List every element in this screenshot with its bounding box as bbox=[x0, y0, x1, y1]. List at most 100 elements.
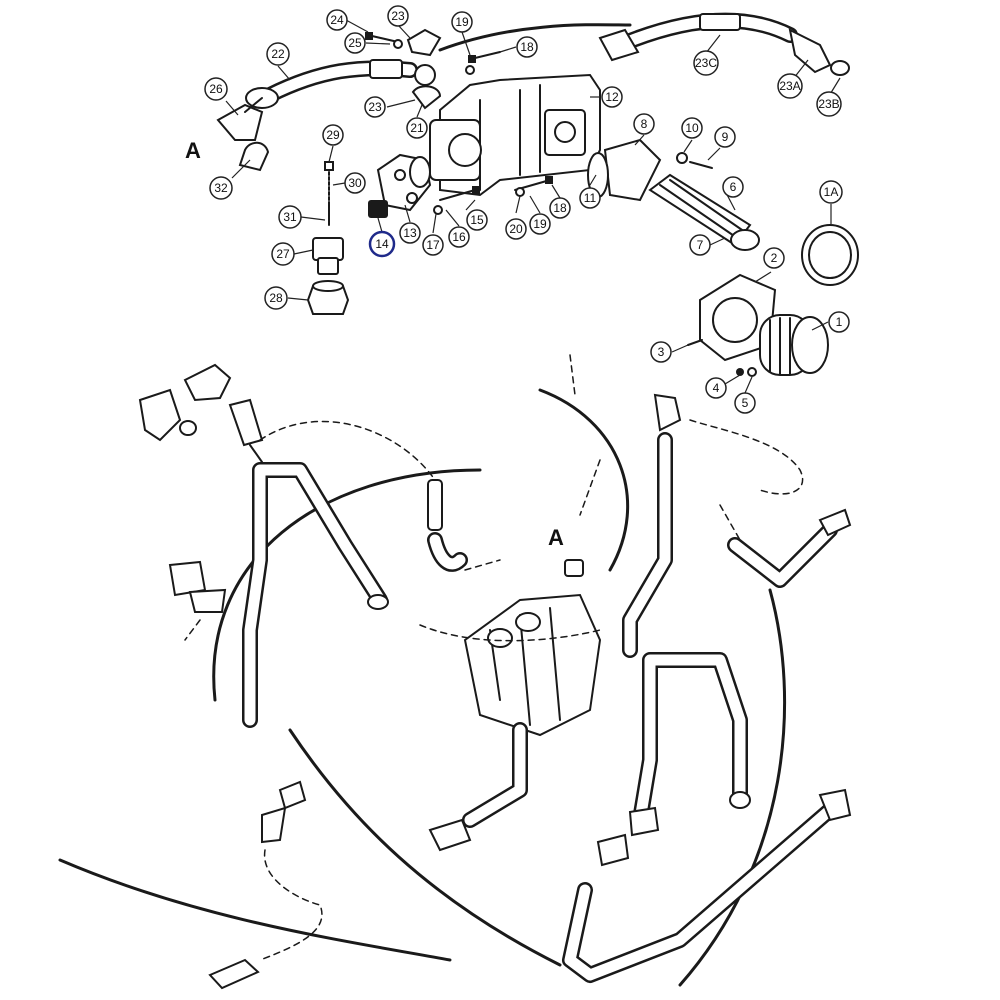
suction-hose-23c bbox=[598, 12, 850, 76]
svg-text:14: 14 bbox=[375, 237, 389, 251]
callout-1: 1 bbox=[828, 311, 850, 333]
callout-2: 2 bbox=[763, 247, 785, 269]
svg-text:27: 27 bbox=[276, 247, 290, 261]
callout-23a: 23A bbox=[777, 73, 803, 99]
lower-left-fittings bbox=[138, 363, 264, 463]
svg-text:15: 15 bbox=[470, 213, 484, 227]
callout-10: 10 bbox=[681, 117, 703, 139]
callout-13: 13 bbox=[399, 222, 421, 244]
svg-text:19: 19 bbox=[455, 15, 469, 29]
callout-27: 27 bbox=[271, 242, 295, 266]
callout-3: 3 bbox=[650, 341, 672, 363]
tube-right-upper bbox=[727, 508, 852, 588]
callout-18: 18 bbox=[516, 36, 538, 58]
callout-21: 21 bbox=[406, 117, 428, 139]
svg-text:22: 22 bbox=[271, 47, 285, 61]
svg-text:26: 26 bbox=[209, 82, 223, 96]
callout-29: 29 bbox=[322, 124, 344, 146]
relief-valve-parts bbox=[238, 141, 350, 315]
pump-hardware bbox=[365, 28, 501, 110]
callout-1a: 1A bbox=[819, 180, 843, 204]
view-marker-a: A bbox=[548, 525, 564, 550]
pressure-hose-22 bbox=[262, 59, 436, 103]
callout-16: 16 bbox=[448, 226, 470, 248]
bolts-3-4-5 bbox=[687, 339, 757, 377]
suction-tube-6 bbox=[648, 173, 760, 251]
svg-text:23: 23 bbox=[391, 9, 405, 23]
svg-text:19: 19 bbox=[533, 217, 547, 231]
callout-24: 24 bbox=[326, 9, 348, 31]
svg-text:4: 4 bbox=[713, 381, 720, 395]
svg-text:1: 1 bbox=[836, 315, 843, 329]
callout-7: 7 bbox=[689, 234, 711, 256]
tube-right-vertical bbox=[622, 393, 682, 658]
callout-12: 12 bbox=[601, 86, 623, 108]
svg-text:31: 31 bbox=[283, 210, 297, 224]
callout-22: 22 bbox=[266, 42, 290, 66]
svg-text:9: 9 bbox=[722, 130, 729, 144]
elbow-fitting-26 bbox=[216, 87, 279, 141]
callout-32: 32 bbox=[209, 176, 233, 200]
tube-bottom-long bbox=[562, 788, 852, 983]
svg-text:32: 32 bbox=[214, 181, 228, 195]
filter-element-1 bbox=[759, 314, 829, 376]
svg-text:13: 13 bbox=[403, 226, 417, 240]
callout-14-highlighted: 14 bbox=[368, 230, 396, 258]
svg-text:8: 8 bbox=[641, 117, 648, 131]
callout-18: 18 bbox=[549, 197, 571, 219]
callout-19: 19 bbox=[529, 213, 551, 235]
divider-curves bbox=[58, 23, 787, 987]
svg-text:10: 10 bbox=[685, 121, 699, 135]
svg-text:23B: 23B bbox=[818, 97, 839, 111]
callout-17: 17 bbox=[422, 234, 444, 256]
flange-adapter-13 bbox=[376, 153, 432, 212]
svg-text:12: 12 bbox=[605, 90, 619, 104]
svg-text:17: 17 bbox=[426, 238, 440, 252]
svg-text:23C: 23C bbox=[695, 56, 717, 70]
svg-text:18: 18 bbox=[553, 201, 567, 215]
callout-6: 6 bbox=[722, 176, 744, 198]
view-marker-a: A bbox=[185, 138, 201, 163]
callout-11: 11 bbox=[579, 187, 601, 209]
svg-text:16: 16 bbox=[452, 230, 466, 244]
svg-text:30: 30 bbox=[348, 176, 362, 190]
hydraulic-pump bbox=[429, 73, 601, 197]
callout-23b: 23B bbox=[816, 91, 842, 117]
svg-text:23A: 23A bbox=[779, 79, 800, 93]
svg-text:2: 2 bbox=[771, 251, 778, 265]
callouts: 24 23 19 25 18 22 26 23 21 12 29 30 32 3… bbox=[204, 5, 850, 414]
fittings-bottom bbox=[168, 560, 660, 990]
callout-5: 5 bbox=[734, 392, 756, 414]
svg-text:5: 5 bbox=[742, 396, 749, 410]
callout-30: 30 bbox=[344, 172, 366, 194]
svg-text:28: 28 bbox=[269, 291, 283, 305]
callout-20: 20 bbox=[505, 218, 527, 240]
svg-text:7: 7 bbox=[697, 238, 704, 252]
svg-text:3: 3 bbox=[658, 345, 665, 359]
callout-23: 23 bbox=[364, 96, 386, 118]
svg-text:11: 11 bbox=[584, 191, 597, 205]
control-valve bbox=[463, 559, 602, 737]
bolts-9-10 bbox=[676, 152, 713, 169]
callout-8: 8 bbox=[633, 113, 655, 135]
svg-text:6: 6 bbox=[730, 180, 737, 194]
callout-9: 9 bbox=[714, 126, 736, 148]
svg-text:1A: 1A bbox=[824, 185, 839, 199]
svg-text:29: 29 bbox=[326, 128, 340, 142]
svg-text:20: 20 bbox=[509, 222, 523, 236]
callout-15: 15 bbox=[466, 209, 488, 231]
tube-right-lower bbox=[632, 652, 751, 828]
fitting-14 bbox=[368, 200, 388, 218]
callout-4: 4 bbox=[705, 377, 727, 399]
svg-text:23: 23 bbox=[368, 100, 382, 114]
gasket-1a bbox=[801, 224, 859, 286]
bolts-15-16-17 bbox=[433, 176, 553, 215]
flange-8 bbox=[587, 138, 662, 202]
callout-31: 31 bbox=[278, 205, 302, 229]
callout-28: 28 bbox=[264, 286, 288, 310]
dashed-routing-lines bbox=[184, 354, 804, 961]
svg-text:18: 18 bbox=[520, 40, 534, 54]
callout-25: 25 bbox=[344, 32, 366, 54]
tube-bottom-center bbox=[428, 722, 528, 852]
